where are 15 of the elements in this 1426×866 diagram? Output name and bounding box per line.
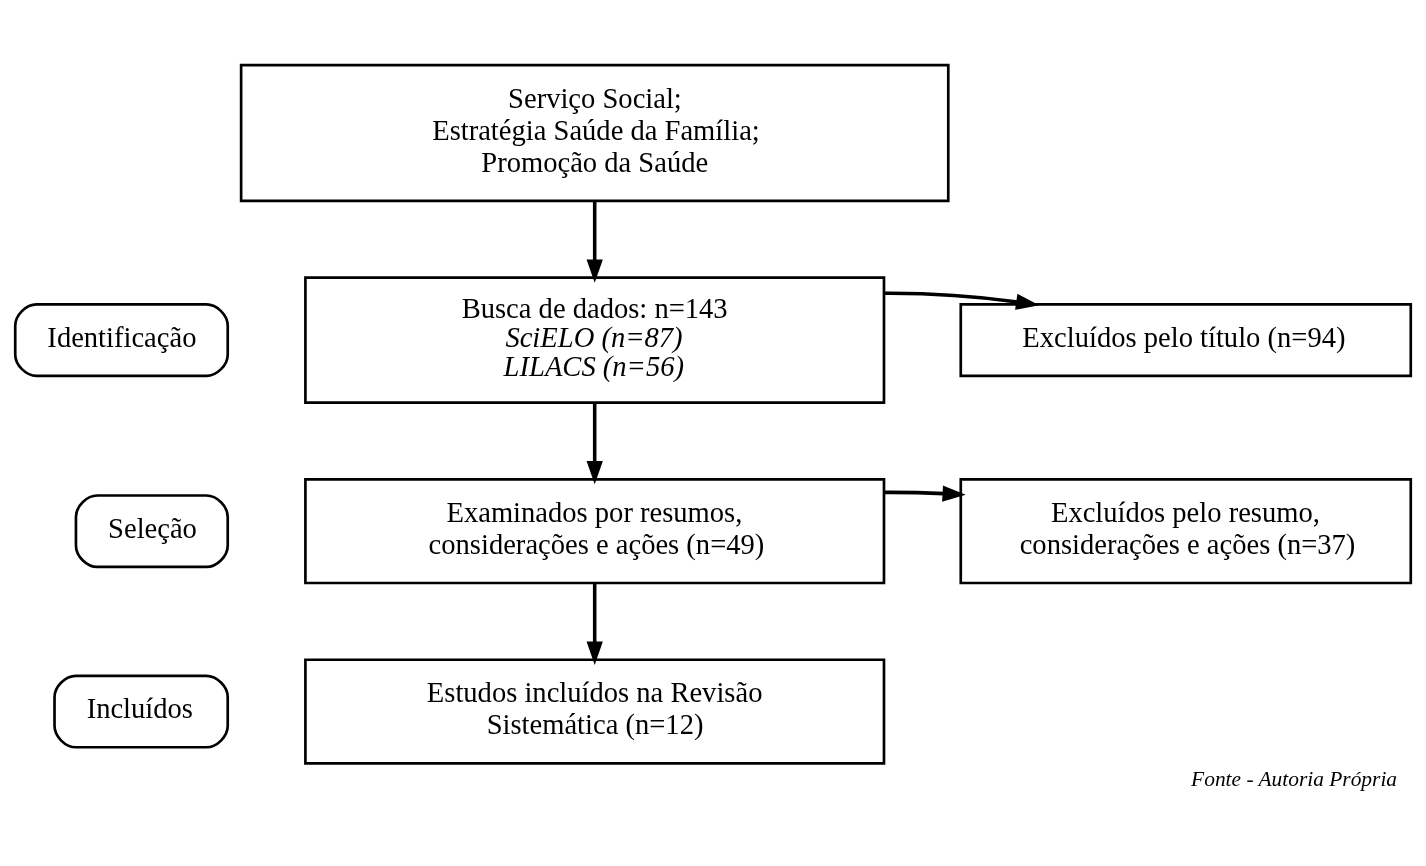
arrow (884, 291, 1040, 310)
node-box: Estudos incluídos na Revisão Sistemática (n=12) (304, 658, 886, 765)
node-box: Seleção (74, 494, 230, 569)
node-box: Excluídos pelo resumo, considerações e ações (n=37) (959, 478, 1413, 585)
arrow (586, 583, 603, 665)
node-box: Examinados por resumos, considerações e ações (n=49) (304, 478, 886, 585)
node-box: Serviço Social; Estratégia Saúde da Família; Promoção da Saúde (239, 63, 950, 203)
caption: Fonte - Autoria Própria (1191, 766, 1398, 791)
node-box: Busca de dados: n=143 SciELO (n=87) LILACS (n=56) (304, 276, 886, 404)
arrow (586, 402, 603, 485)
arrow (884, 485, 966, 502)
node-box: Incluídos (53, 674, 230, 749)
node-box: Identificação (13, 303, 230, 378)
arrow (586, 200, 603, 283)
node-box: Excluídos pelo título (n=94) (959, 303, 1413, 378)
